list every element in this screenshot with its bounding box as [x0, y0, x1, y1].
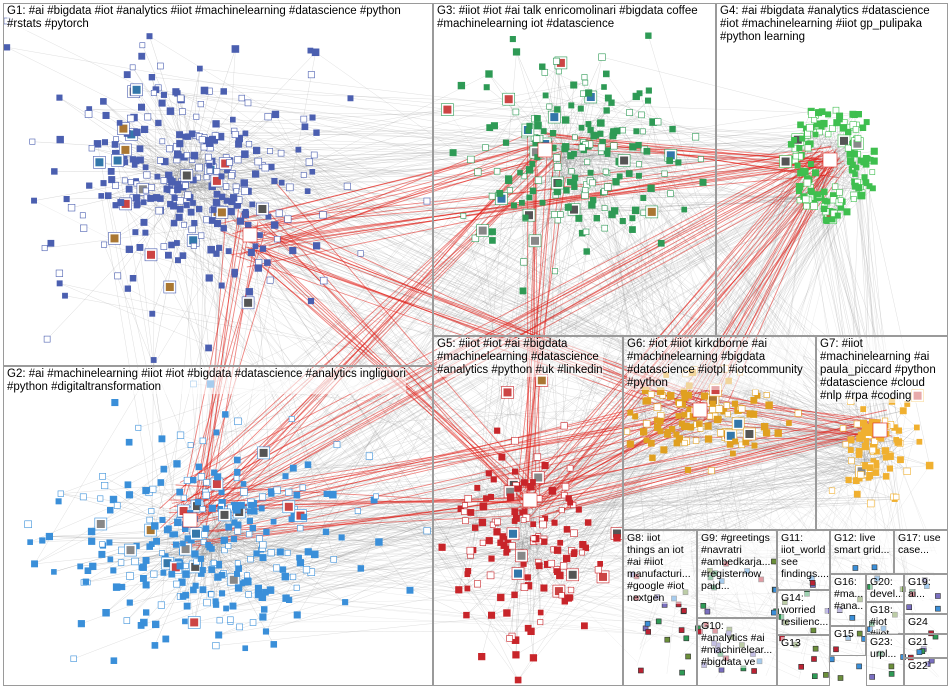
- group-box-g8: G8: iiot things an iot #ai #iiot manufac…: [623, 530, 697, 686]
- group-box-g12: G12: live smart grid...: [830, 530, 894, 574]
- group-box-g1: G1: #ai #bigdata #iot #analytics #iiot #…: [3, 3, 433, 366]
- group-label-g14: G14: worried resilienc...: [781, 592, 828, 628]
- group-box-g17: G17: use case...: [894, 530, 948, 574]
- group-box-g15: G15: [830, 626, 866, 656]
- group-label-g6: G6: #iot #iiot kirkdborne #ai #machinele…: [627, 338, 803, 390]
- group-box-g7: G7: #iiot #machinelearning #ai paula_pic…: [816, 336, 948, 530]
- group-box-g13: G13: [777, 635, 830, 686]
- group-label-g7: G7: #iiot #machinelearning #ai paula_pic…: [820, 338, 936, 403]
- group-label-g10: G10: #analytics #ai #machinelear... #big…: [701, 620, 772, 668]
- group-label-g5: G5: #iiot #iot #ai #bigdata #machinelear…: [437, 338, 603, 377]
- node-small-group: [857, 664, 862, 669]
- node-small-group: [838, 676, 843, 681]
- group-box-g9: G9: #greetings #navratri #ambedkarja... …: [697, 530, 777, 618]
- group-label-g13: G13: [781, 637, 801, 649]
- group-label-g3: G3: #iiot #iot #ai talk enricomolinari #…: [437, 5, 698, 31]
- group-box-g19: G19: ai...: [904, 574, 948, 614]
- group-label-g16: G16: #ma... #ana...: [834, 576, 864, 612]
- group-box-g22: G22: [904, 658, 948, 686]
- group-label-g11: G11: iiot_world see findings....: [781, 532, 828, 580]
- group-box-g24: G24: [904, 614, 948, 634]
- group-label-g2: G2: #ai #machinelearning #iiot #iot #big…: [7, 368, 406, 394]
- group-box-g4: G4: #ai #bigdata #analytics #datascience…: [716, 3, 948, 336]
- group-label-g23: G23: urpl...: [870, 636, 896, 660]
- group-box-g3: G3: #iiot #iot #ai talk enricomolinari #…: [433, 3, 716, 336]
- group-label-g24: G24: [908, 616, 928, 628]
- group-box-g5: G5: #iiot #iot #ai #bigdata #machinelear…: [433, 336, 623, 686]
- group-box-g21: G21: [904, 634, 948, 658]
- group-box-g20: G20: devel...: [866, 574, 904, 602]
- group-label-g12: G12: live smart grid...: [834, 532, 889, 556]
- group-label-g20: G20: devel...: [870, 576, 902, 600]
- group-label-g21: G21: [908, 636, 928, 648]
- group-label-g18: G18: #iot #iiot...: [870, 604, 898, 634]
- group-label-g17: G17: use case...: [898, 532, 941, 556]
- group-label-g8: G8: iiot things an iot #ai #iiot manufac…: [627, 532, 691, 604]
- group-box-g18: G18: #iot #iiot...: [866, 602, 904, 634]
- group-label-g22: G22: [908, 660, 928, 672]
- group-label-g4: G4: #ai #bigdata #analytics #datascience…: [720, 5, 930, 44]
- group-box-g16: G16: #ma... #ana...: [830, 574, 866, 626]
- group-box-g2: G2: #ai #machinelearning #iiot #iot #big…: [3, 366, 433, 686]
- group-box-g11: G11: iiot_world see findings....: [777, 530, 830, 590]
- group-box-g23: G23: urpl...: [866, 634, 904, 686]
- group-label-g15: G15: [834, 628, 854, 640]
- group-box-g10: G10: #analytics #ai #machinelear... #big…: [697, 618, 777, 686]
- group-box-g14: G14: worried resilienc...: [777, 590, 830, 635]
- group-label-g1: G1: #ai #bigdata #iot #analytics #iiot #…: [7, 5, 401, 31]
- group-label-g19: G19: ai...: [908, 576, 931, 600]
- group-label-g9: G9: #greetings #navratri #ambedkarja... …: [701, 532, 770, 592]
- group-box-g6: G6: #iot #iiot kirkdborne #ai #machinele…: [623, 336, 816, 530]
